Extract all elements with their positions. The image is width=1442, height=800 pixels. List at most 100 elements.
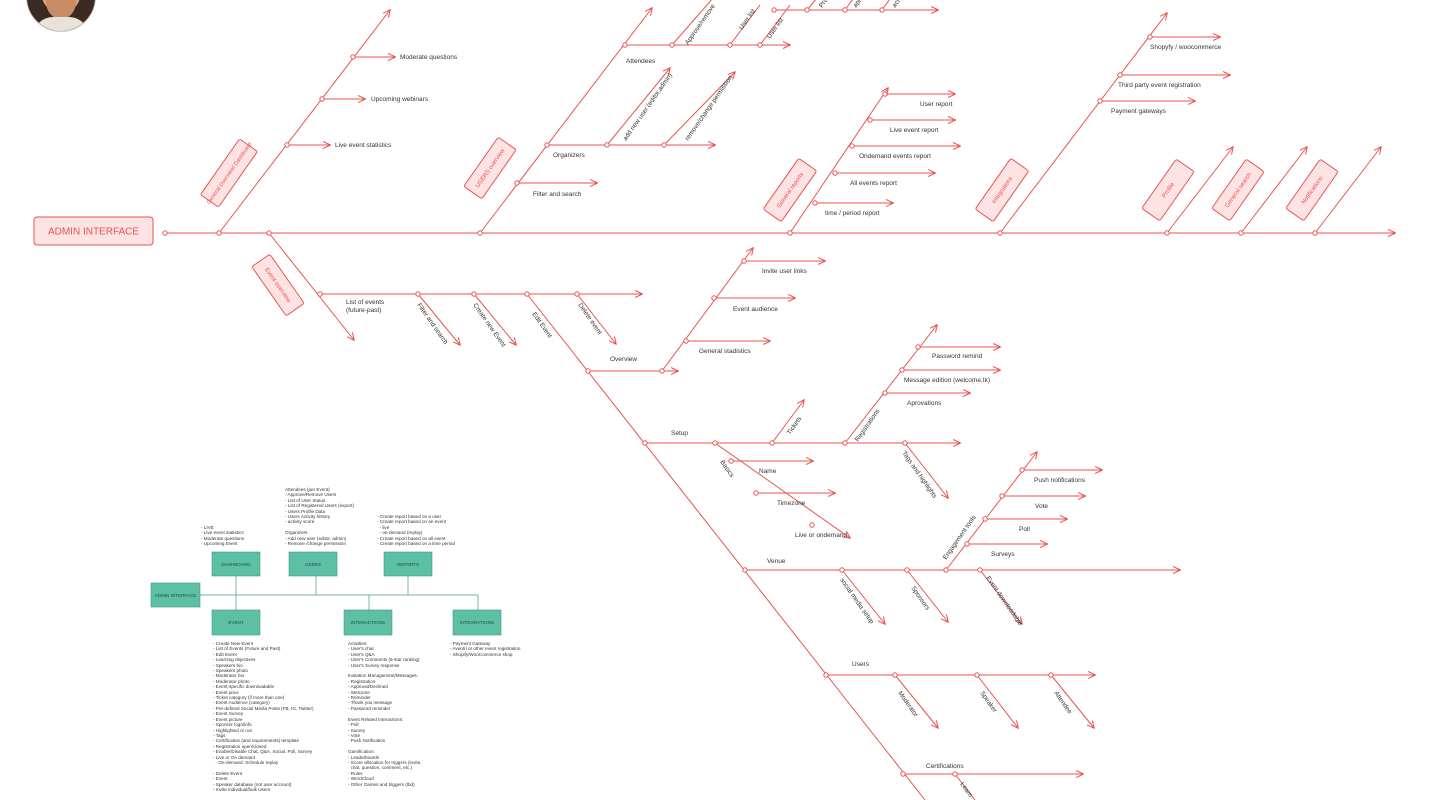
branch-node	[605, 143, 609, 147]
branch-node	[586, 369, 590, 373]
label-overview: Overview	[610, 356, 637, 363]
diagram-nodes	[163, 8, 1317, 776]
mini-users[interactable]: USERS	[289, 552, 337, 576]
branch-node	[1239, 231, 1243, 235]
branch-node	[810, 523, 814, 527]
label-surveys: Surveys	[991, 551, 1015, 558]
label-shopify: Shopyfy / woocommerce	[1150, 44, 1222, 51]
label-line: (future-past)	[346, 307, 381, 314]
user-avatar[interactable]	[26, 0, 96, 32]
label-tickets: Tickets	[786, 415, 804, 436]
label-period-report: time / period report	[825, 210, 880, 217]
branch-node	[623, 43, 627, 47]
branch-node	[843, 441, 847, 445]
root-box[interactable]: ADMIN INTERFACE	[34, 217, 153, 245]
branch-node	[833, 171, 837, 175]
category-notifications[interactable]: Notifications	[1286, 159, 1338, 221]
label-list-events-text: List of events	[346, 299, 385, 306]
label-user-report: User report	[920, 101, 953, 108]
mini-reports-notes: - Create report based on a user - Create…	[377, 514, 455, 546]
branch-node	[758, 43, 762, 47]
branch-node	[998, 231, 1002, 235]
label-live-stats: Live event statistics	[335, 142, 392, 149]
branch-node	[729, 459, 733, 463]
label-webinars: Upcoming webinars	[371, 96, 429, 103]
rotated-labels: Approve/remove User list User list Pro a…	[415, 0, 1073, 799]
label-third-party: Third party event registration	[1118, 82, 1201, 89]
label-add-user: add new user (editor,admin)	[622, 72, 674, 142]
branch-node	[944, 568, 948, 572]
branch-node	[163, 231, 167, 235]
branch-node	[713, 441, 717, 445]
root-label: ADMIN INTERFACE	[48, 227, 139, 238]
label-ev-filter: Filter and search	[415, 302, 449, 346]
branch-node	[754, 491, 758, 495]
label-timezone: Timezone	[777, 500, 806, 507]
label-social: social media setup	[838, 577, 875, 625]
label-apr: apr	[852, 0, 864, 9]
branch-node	[684, 339, 688, 343]
branch-node	[1000, 494, 1004, 498]
branch-node	[813, 201, 817, 205]
category-general[interactable]: General Overview/ Dashboard	[199, 136, 259, 209]
mini-event-label: EVENT	[228, 620, 244, 625]
mini-interactions-notes: Activities: - User's chat - User's Q&A -…	[348, 641, 422, 787]
avatar-shirt	[33, 17, 89, 32]
branch-node	[712, 296, 716, 300]
category-search[interactable]: General search	[1212, 159, 1264, 221]
branch-node	[478, 231, 482, 235]
branch-node	[318, 292, 322, 296]
category-reports[interactable]: General reports	[763, 158, 817, 221]
mini-event[interactable]: EVENT	[212, 610, 260, 635]
label-push: Push notifications	[1034, 477, 1086, 484]
branch-node	[662, 143, 666, 147]
category-integrations[interactable]: Integrations	[975, 158, 1029, 221]
label-act: act	[891, 0, 902, 9]
branch-node	[1020, 468, 1024, 472]
branch-node	[916, 345, 920, 349]
category-users[interactable]: USERS overview	[464, 137, 516, 199]
branch-node	[893, 673, 897, 677]
branch-node	[416, 292, 420, 296]
mini-reports[interactable]: REPORTS	[384, 552, 432, 576]
branch-node	[770, 441, 774, 445]
mini-reports-label: REPORTS	[397, 562, 419, 567]
mini-integrations-label: INTEGRATIONS	[460, 620, 494, 625]
category-profile[interactable]: Profile	[1142, 159, 1194, 221]
label-gen-stats: General stadistics	[699, 348, 751, 355]
label-attendees: Attendees	[626, 58, 656, 65]
branch-node	[868, 118, 872, 122]
label-moderator: Moderator	[896, 690, 919, 719]
label-tags: Tags and highlights	[900, 450, 938, 500]
branch-node	[788, 231, 792, 235]
label-venue: Venue	[767, 558, 786, 565]
label-aprovations: Aprovations	[907, 400, 942, 407]
mini-integrations[interactable]: INTEGRATIONS	[453, 610, 501, 635]
branch-node	[883, 92, 887, 96]
label-certifications: Certifications	[926, 763, 964, 770]
mini-root[interactable]: ADMIN INTERFACE	[151, 583, 200, 607]
branch-node	[1118, 73, 1122, 77]
branch-node	[978, 568, 982, 572]
branch-node	[772, 8, 776, 12]
label-pro: Pro	[818, 0, 830, 9]
branch-node	[880, 8, 884, 12]
category-event[interactable]: Event overview	[252, 254, 304, 316]
mini-dashboard[interactable]: DASHBOARD	[212, 552, 260, 576]
label-edit-event: Edit Event	[530, 311, 553, 339]
label-audience: Event audience	[733, 306, 778, 313]
mini-interactions[interactable]: INTERACTIONS	[344, 610, 392, 635]
mini-event-notes: - Create New Event - List of Events (Fut…	[213, 641, 314, 792]
mini-diagram: ADMIN INTERFACE DASHBOARD USERS REPORTS …	[151, 552, 501, 635]
branch-node	[824, 673, 828, 677]
branch-node	[901, 772, 905, 776]
label-organizers: Organizers	[553, 152, 586, 159]
branch-node	[285, 143, 289, 147]
branch-node	[320, 97, 324, 101]
mini-dashboard-notes: - LIVE - Live event statistics - Moderat…	[201, 525, 244, 547]
branch-node	[670, 43, 674, 47]
mini-integrations-notes: - Payment Gateway - Aventri or other eve…	[450, 641, 520, 657]
branch-node	[900, 368, 904, 372]
branch-node	[1165, 231, 1169, 235]
label-users2: Users	[852, 661, 870, 668]
